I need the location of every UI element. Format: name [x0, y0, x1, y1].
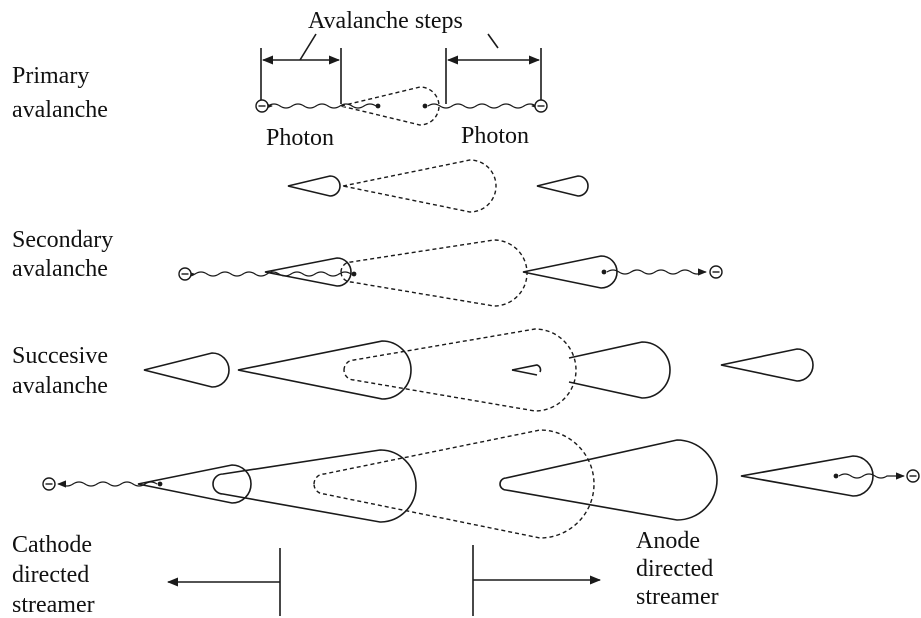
negative-ion-icon [255, 99, 269, 113]
anode-streamer-label-line3: streamer [636, 584, 719, 610]
avalanche-cone [143, 352, 230, 388]
avalanche-cone [740, 455, 874, 497]
anode-directed-arrow [472, 545, 602, 616]
cathode-streamer-label-line2: directed [12, 562, 89, 588]
streamer-row [42, 429, 920, 539]
primary-avalanche-label-line1: Primary [12, 63, 89, 89]
electron-dot [601, 269, 607, 275]
avalanche-cone-front [511, 369, 538, 376]
negative-ion-icon [178, 267, 192, 281]
photon-path-left [180, 270, 352, 278]
avalanche-cone [720, 348, 814, 382]
primary-avalanche-row [255, 86, 548, 126]
anode-streamer-label-line1: Anode [636, 528, 700, 554]
successive-avalanche-label-line2: avalanche [12, 373, 108, 399]
avalanche-cone-dashed [313, 429, 595, 539]
avalanche-cone [522, 255, 618, 289]
photon-path-right [427, 102, 541, 110]
avalanche-step-bracket-left [260, 33, 342, 104]
avalanche-cone-front [511, 364, 542, 373]
cathode-streamer-label-line3: streamer [12, 592, 95, 618]
avalanche-cone [568, 341, 671, 399]
photon-right-label: Photon [461, 123, 529, 149]
avalanche-cone [536, 175, 589, 197]
photon-path-right [606, 268, 707, 276]
avalanche-cone [499, 439, 718, 521]
photon-path-right [838, 472, 905, 480]
anode-streamer-label-line2: directed [636, 556, 713, 582]
photon-path-left [57, 480, 158, 488]
avalanche-steps-label: Avalanche steps [308, 8, 463, 34]
secondary-avalanche-row [178, 239, 723, 307]
avalanche-cone [264, 257, 352, 287]
cathode-streamer-label-line1: Cathode [12, 532, 92, 558]
successive-avalanche-row [143, 328, 814, 412]
electron-dot [833, 473, 839, 479]
negative-ion-icon [906, 469, 920, 483]
secondary-avalanche-label-line1: Secondary [12, 227, 113, 253]
avalanche-cone [212, 449, 417, 523]
primary-avalanche-shape [340, 86, 440, 126]
electron-dot [375, 103, 381, 109]
avalanche-cone [137, 464, 252, 504]
electron-dot [157, 481, 163, 487]
avalanche-cone [237, 340, 412, 400]
avalanche-cone-dashed [342, 159, 497, 213]
avalanche-cone-dashed [340, 239, 528, 307]
negative-ion-icon [709, 265, 723, 279]
negative-ion-icon [534, 99, 548, 113]
successive-avalanche-label-line1: Succesive [12, 343, 108, 369]
cathode-directed-arrow [166, 548, 281, 616]
primary-avalanche-label-line2: avalanche [12, 97, 108, 123]
electron-dot [351, 271, 357, 277]
avalanche-cone-dashed [343, 328, 577, 412]
negative-ion-icon [42, 477, 56, 491]
avalanche-cone [287, 175, 341, 197]
photon-path-left [263, 102, 377, 110]
secondary-avalanche-label-line2: avalanche [12, 256, 108, 282]
photon-left-label: Photon [266, 125, 334, 151]
avalanche-step-bracket-right [445, 33, 542, 104]
avalanche-row-2 [287, 159, 589, 213]
electron-dot [422, 103, 428, 109]
